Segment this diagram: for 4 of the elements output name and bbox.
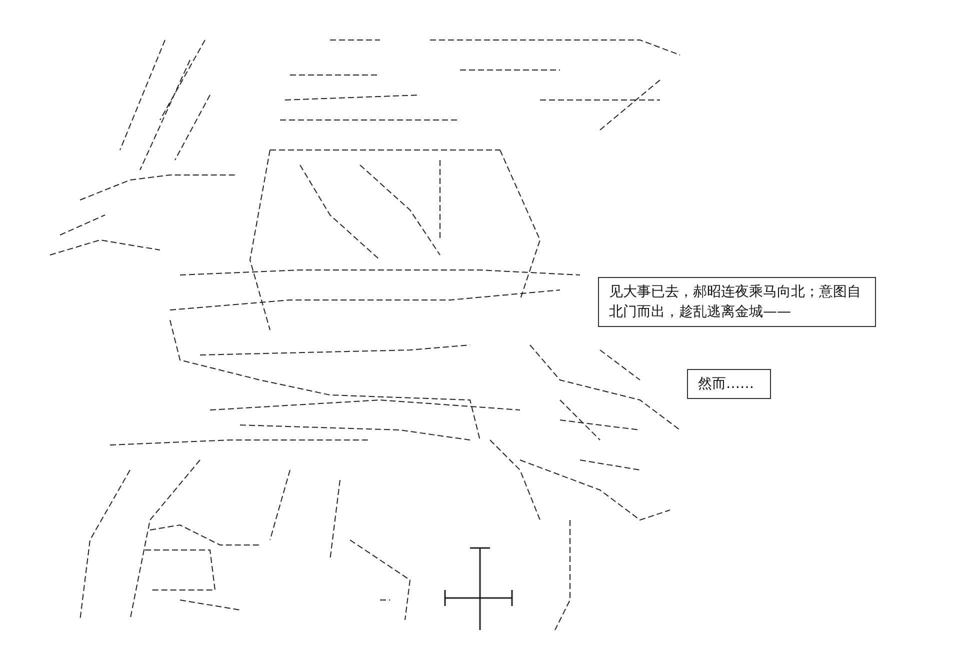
narration-text: 然而…… (698, 375, 755, 394)
caption-box (598, 277, 876, 327)
narration-text: 见大事已去，郝昭连夜乘马向北；意图自北门而出，趁乱逃离金城—— (609, 283, 862, 322)
caption-box (687, 369, 771, 399)
